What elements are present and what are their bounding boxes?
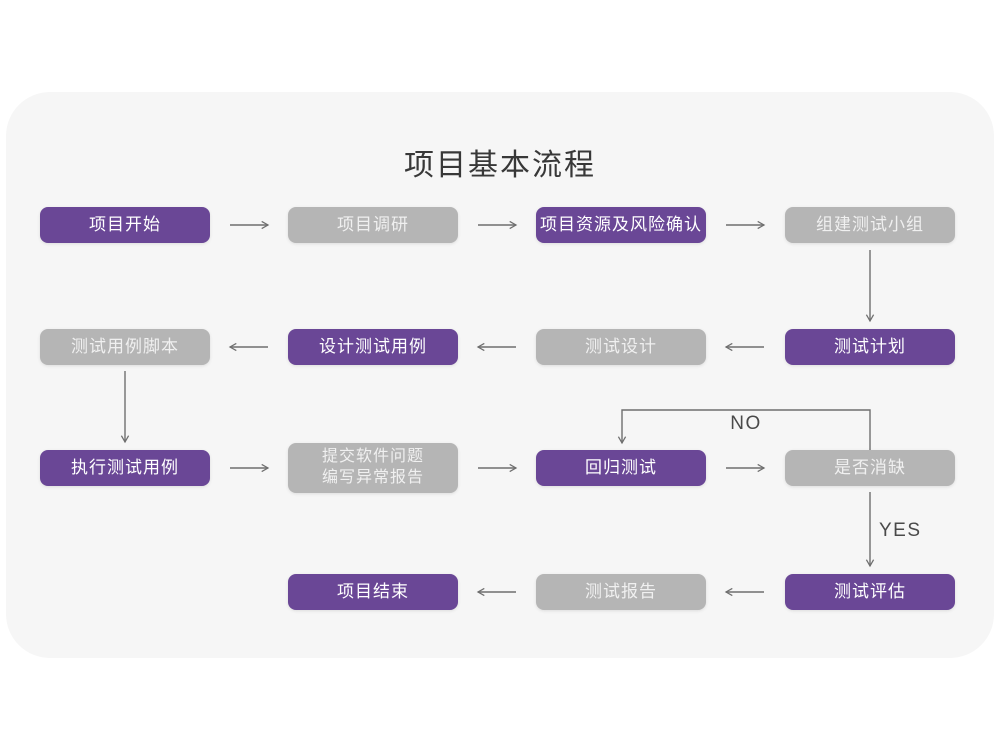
node-build-test-team: 组建测试小组 — [785, 207, 955, 243]
node-project-research: 项目调研 — [288, 207, 458, 243]
node-resource-risk-confirm: 项目资源及风险确认 — [536, 207, 706, 243]
node-project-start: 项目开始 — [40, 207, 210, 243]
page-title: 项目基本流程 — [404, 149, 596, 182]
node-test-evaluation: 测试评估 — [785, 574, 955, 610]
node-defect-resolved: 是否消缺 — [785, 450, 955, 486]
node-test-plan: 测试计划 — [785, 329, 955, 365]
flowchart-canvas — [6, 92, 994, 658]
node-submit-issue-report: 提交软件问题 编写异常报告 — [288, 443, 458, 493]
branch-label-yes: YES — [879, 520, 922, 541]
node-test-report: 测试报告 — [536, 574, 706, 610]
node-project-end: 项目结束 — [288, 574, 458, 610]
node-regression-test: 回归测试 — [536, 450, 706, 486]
node-test-case-scripts: 测试用例脚本 — [40, 329, 210, 365]
node-execute-test-cases: 执行测试用例 — [40, 450, 210, 486]
node-design-test-cases: 设计测试用例 — [288, 329, 458, 365]
node-test-design: 测试设计 — [536, 329, 706, 365]
branch-label-no: NO — [730, 413, 762, 434]
